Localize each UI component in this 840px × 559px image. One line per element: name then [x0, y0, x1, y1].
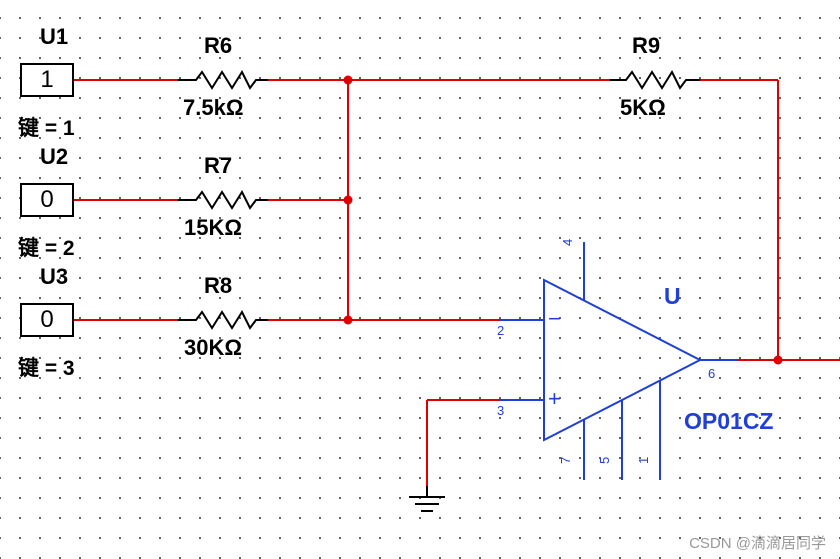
ground-symbol [409, 486, 445, 512]
pin-3-label: 3 [497, 403, 505, 418]
resistor-r8-ref: R8 [204, 273, 233, 298]
key-u1-ref: U1 [40, 24, 69, 49]
key-u2-ref: U2 [40, 144, 69, 169]
resistor-symbols [178, 69, 700, 330]
pin-5-label: 5 [597, 456, 612, 464]
opamp-symbol [500, 242, 738, 480]
key-u1-switch[interactable]: 1 [20, 63, 74, 97]
key-u2-switch[interactable]: 0 [20, 183, 74, 217]
resistor-r6-ref: R6 [204, 33, 233, 58]
resistor-r8-symbol [178, 309, 268, 330]
key-u1-label: 键 = 1 [18, 117, 75, 140]
opamp-plus-sign: + [548, 386, 561, 411]
key-u3-switch[interactable]: 0 [20, 303, 74, 337]
key-u2-label: 键 = 2 [18, 237, 75, 260]
key-u3-ref: U3 [40, 264, 69, 289]
resistor-r6-value: 7.5kΩ [183, 95, 244, 120]
resistor-r6-symbol [178, 69, 268, 90]
pin-2-label: 2 [497, 323, 505, 338]
pin-7-label: 7 [558, 456, 573, 464]
junction-dots [343, 75, 783, 365]
resistor-r9-value: 5KΩ [620, 95, 666, 120]
watermark: CSDN @滴滴居同学 [689, 535, 826, 552]
opamp-model: OP01CZ [684, 408, 774, 434]
opamp-minus-sign: − [548, 306, 561, 331]
pin-1-label: 1 [636, 456, 651, 464]
key-u3-label: 键 = 3 [18, 357, 75, 380]
resistor-r8-value: 30KΩ [184, 335, 242, 360]
resistor-r9-symbol [610, 69, 700, 90]
resistor-r9-ref: R9 [632, 33, 661, 58]
pin-6-label: 6 [708, 366, 716, 381]
resistor-r7-value: 15KΩ [184, 215, 242, 240]
pin-4-label: 4 [560, 238, 575, 246]
resistor-r7-symbol [178, 189, 268, 210]
opamp-ref: U [664, 283, 681, 309]
resistor-r7-ref: R7 [204, 153, 233, 178]
